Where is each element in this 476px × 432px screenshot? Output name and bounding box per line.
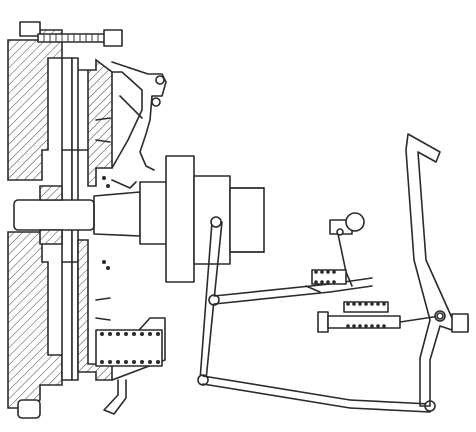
input-shaft: [13, 181, 171, 245]
release-fork: [197, 216, 223, 386]
release-lever-top: [111, 61, 167, 189]
flywheel-housing: [7, 21, 63, 419]
housing-bolt: [37, 29, 123, 47]
clutch-pedal: [405, 133, 469, 407]
release-bearing: [165, 155, 265, 283]
linkage-adjuster: [305, 212, 365, 293]
release-spring-box: [95, 329, 163, 367]
return-spring-assembly: [317, 301, 446, 333]
return-spring-coils: [346, 302, 386, 328]
release-spring-coils: [100, 332, 160, 364]
linkage-rods: [202, 277, 436, 413]
pressure-springs: [95, 117, 111, 321]
adjuster-spring-coils: [314, 270, 336, 284]
